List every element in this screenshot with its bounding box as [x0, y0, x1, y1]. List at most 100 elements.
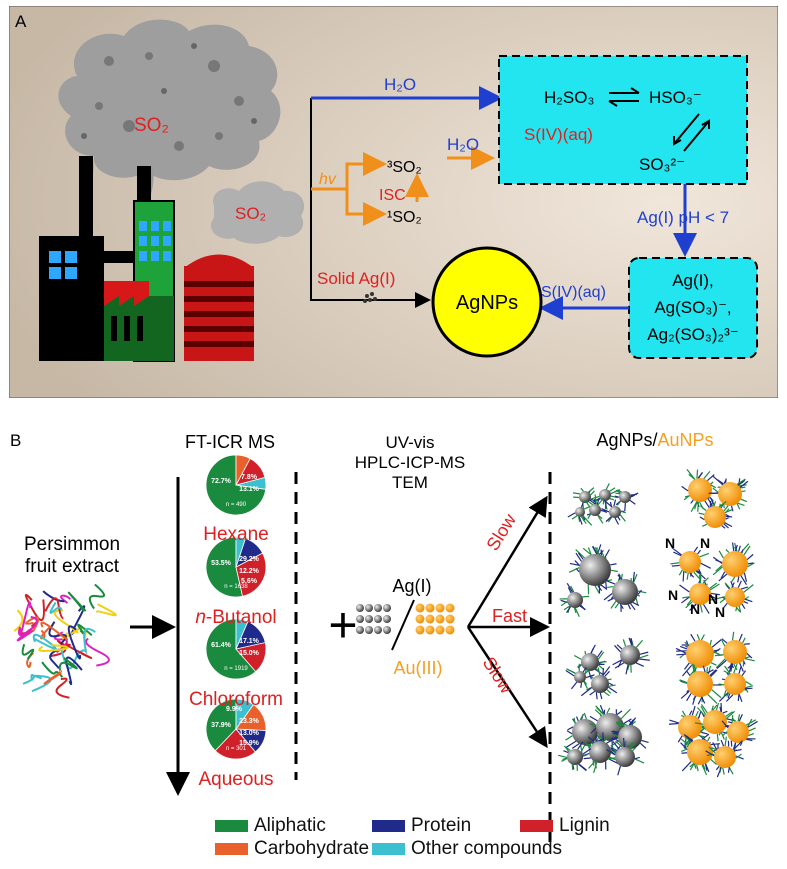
silver-nanoparticle	[620, 645, 640, 665]
gold-ion	[426, 604, 435, 613]
silver-ion	[374, 604, 382, 612]
pie-chart: 53.5%29.2%12.2%5.6%n = 1638	[206, 537, 266, 597]
technique-uv-vis: UV-vis	[385, 433, 434, 452]
legend-item-carbohydrate: Carbohydrate	[215, 838, 369, 860]
gold-nanoparticle	[724, 673, 746, 695]
pie-chart: 61.4% 17.1% 15.0% n = 1919	[206, 619, 266, 679]
silver-nanoparticle	[599, 489, 611, 501]
pie-count-label: n = 1638	[224, 584, 248, 590]
legend-swatch	[372, 843, 405, 855]
silver-ion	[383, 615, 391, 623]
legend-item-other: Other compounds	[372, 838, 562, 860]
gold-ion	[446, 604, 455, 613]
gold-nanoparticle	[687, 739, 713, 765]
gold-nanoparticle	[727, 721, 749, 743]
persimmon-line-2: fruit extract	[25, 556, 120, 577]
pie-count-label: n = 301	[226, 746, 247, 752]
silver-ion	[383, 626, 391, 634]
complex-line-3: Ag₂(SO₃)₂³⁻	[647, 325, 738, 344]
h2o-mid-label: H₂O	[447, 135, 479, 154]
solid-ag-label: Solid Ag(I)	[317, 269, 395, 288]
gold-nanoparticle	[704, 506, 726, 528]
legend-label: Lignin	[559, 815, 610, 837]
pie-percent-label: 7.8%	[241, 474, 258, 481]
fraction-aqueous: Aqueous	[198, 769, 273, 790]
silver-nanoparticle	[589, 504, 601, 516]
legend-item-aliphatic: Aliphatic	[215, 815, 326, 837]
silver-nanoparticle	[591, 675, 609, 693]
pie-percent-label: 15.0%	[239, 650, 260, 657]
h2so3-label: H₂SO₃	[544, 88, 594, 107]
so2-small-cloud-label: SO₂	[235, 204, 266, 223]
silver-nanoparticle	[572, 719, 598, 745]
rate-fast: Fast	[492, 606, 527, 626]
silver-nanoparticle	[581, 653, 599, 671]
gold-nanoparticle	[687, 671, 713, 697]
pie-percent-label: 13.1%	[239, 486, 260, 493]
silver-ion	[383, 604, 391, 612]
silver-nanoparticle	[574, 671, 586, 683]
nanoparticle-grid	[558, 469, 757, 777]
silver-ion	[374, 615, 382, 623]
pie-percent-label: 61.4%	[211, 642, 232, 649]
silver-nanoparticle	[615, 747, 635, 767]
silver-nanoparticle	[567, 749, 583, 765]
gold-nanoparticle	[725, 587, 745, 607]
gold-ion	[416, 615, 425, 624]
gold-ion	[436, 615, 445, 624]
gold-ion	[446, 615, 455, 624]
gold-ion	[436, 626, 445, 635]
gold-nanoparticle	[723, 640, 747, 664]
triplet-so2: ³SO₂	[387, 159, 422, 176]
complex-line-1: Ag(I),	[672, 271, 714, 290]
gold-ion	[436, 604, 445, 613]
legend-swatch	[215, 843, 248, 855]
s-iv-aq-box-label: S(IV)(aq)	[524, 125, 593, 144]
h2o-top-label: H₂O	[384, 75, 416, 94]
gold-ion	[416, 604, 425, 613]
singlet-so2: ¹SO₂	[387, 209, 422, 226]
panel-a: SO₂ SO₂	[9, 6, 778, 398]
fraction-chloroform: Chloroform	[189, 689, 283, 710]
isc-label: ISC	[379, 187, 406, 204]
pie-percent-label: 12.2%	[239, 568, 260, 575]
legend-label: Aliphatic	[254, 815, 326, 837]
gold-nanoparticle	[678, 715, 702, 739]
plus-sign: +	[328, 597, 357, 653]
technique-tem: TEM	[392, 473, 428, 492]
pie-percent-label: 29.2%	[239, 556, 260, 563]
gold-ion	[416, 626, 425, 635]
pie-percent-label: 17.1%	[239, 638, 260, 645]
hv-label: hv	[319, 171, 337, 188]
silver-ion	[356, 615, 364, 623]
legend-swatch	[520, 820, 553, 832]
n-label: N	[715, 604, 725, 620]
silver-ion	[365, 604, 373, 612]
nanoparticle-header: AgNPs/AuNPs	[596, 430, 713, 450]
silver-nanoparticle	[618, 725, 642, 749]
pie-chart: 72.7%7.8%13.1%n = 490	[206, 455, 266, 515]
legend-label: Carbohydrate	[254, 838, 369, 860]
silver-nanoparticle	[609, 506, 621, 518]
panel-a-canvas: SO₂ SO₂	[9, 6, 778, 398]
pie-percent-label: 72.7%	[211, 478, 232, 485]
fraction-butanol: n-Butanol	[195, 607, 276, 628]
ion-divider	[392, 600, 414, 650]
s-iv-arrow-label: S(IV)(aq)	[541, 284, 606, 301]
gold-ion	[426, 615, 435, 624]
pie-count-label: n = 1919	[224, 666, 248, 672]
n-label: N	[665, 535, 675, 551]
gold-nanoparticle	[686, 640, 714, 668]
silver-ion	[365, 615, 373, 623]
au-iii-label: Au(III)	[393, 658, 442, 678]
legend-swatch	[215, 820, 248, 832]
pie-percent-label: 37.9%	[211, 722, 232, 729]
gold-ion	[446, 626, 455, 635]
panel-b-canvas: B Persimmon fruit extract FT-ICR MS 72.7…	[0, 422, 787, 864]
legend-swatch	[372, 820, 405, 832]
silver-ion	[356, 626, 364, 634]
silver-nanoparticle	[619, 491, 631, 503]
legend-item-lignin: Lignin	[520, 815, 610, 837]
agnps-label: AgNPs	[456, 292, 518, 314]
panel-b: B Persimmon fruit extract FT-ICR MS 72.7…	[0, 422, 787, 864]
